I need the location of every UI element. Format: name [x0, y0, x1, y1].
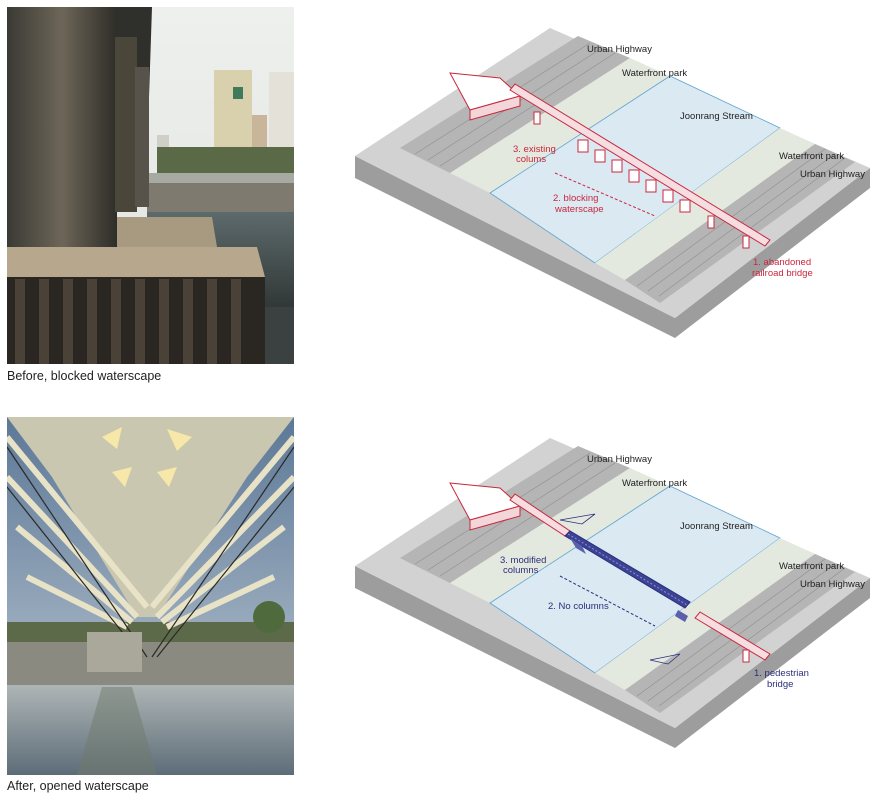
- callout-modified-columns-1: 3. modified: [500, 555, 546, 566]
- pedestrian-bridge-span: [559, 513, 691, 665]
- before-photo: [7, 7, 294, 364]
- label-waterfront-park-bottom: Waterfront park: [779, 151, 844, 162]
- label-joonrang-stream: Joonrang Stream: [680, 521, 753, 532]
- callout-railroad-1: 1. abandoned: [753, 257, 811, 268]
- before-diagram: Urban Highway Waterfront park Joonrang S…: [350, 18, 875, 358]
- waterfront-park-far: [450, 468, 670, 603]
- waterfront-park-far: [450, 58, 670, 193]
- before-caption: Before, blocked waterscape: [7, 369, 162, 383]
- label-urban-highway-top: Urban Highway: [587, 44, 652, 55]
- after-caption: After, opened waterscape: [7, 779, 149, 793]
- callout-blocking-2: waterscape: [554, 204, 604, 215]
- callout-no-columns: 2. No columns: [548, 601, 609, 612]
- callout-pedestrian-2: bridge: [767, 679, 793, 690]
- no-columns-line: [559, 575, 656, 627]
- callout-modified-columns-2: columns: [503, 565, 539, 576]
- label-waterfront-park-bottom: Waterfront park: [779, 561, 844, 572]
- blocking-line: [554, 172, 656, 217]
- callout-railroad-2: railroad bridge: [752, 268, 813, 279]
- label-waterfront-park-top: Waterfront park: [622, 68, 687, 79]
- after-diagram: Urban Highway Waterfront park Joonrang S…: [350, 428, 875, 768]
- label-urban-highway-bottom: Urban Highway: [800, 169, 865, 180]
- callout-blocking-1: 2. blocking: [553, 193, 598, 204]
- terrain-side: [355, 156, 870, 338]
- abandoned-railroad-bridge: [449, 72, 771, 249]
- bridge-underside-photo-icon: [7, 7, 294, 364]
- label-urban-highway-bottom: Urban Highway: [800, 579, 865, 590]
- label-waterfront-park-top: Waterfront park: [622, 478, 687, 489]
- label-joonrang-stream: Joonrang Stream: [680, 111, 753, 122]
- pedestrian-bridge-landings: [449, 482, 771, 663]
- callout-pedestrian-1: 1. pedestrian: [754, 668, 809, 679]
- callout-existing-columns-2: colums: [516, 154, 546, 165]
- terrain-side: [355, 566, 870, 748]
- after-photo: [7, 417, 294, 775]
- callout-existing-columns-1: 3. existing: [513, 144, 556, 155]
- pedestrian-bridge-photo-icon: [7, 417, 294, 775]
- label-urban-highway-top: Urban Highway: [587, 454, 652, 465]
- waterfront-park-near: [595, 538, 815, 690]
